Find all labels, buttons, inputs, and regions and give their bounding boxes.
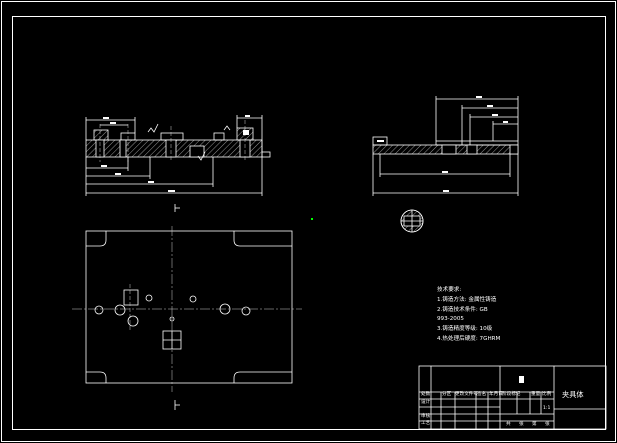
title-block [418, 365, 607, 430]
tech-req-item: 4.热处理后硬度: 7GHRM [437, 335, 501, 342]
cursor-point [311, 218, 313, 220]
tb-cell: 分区 [442, 392, 452, 397]
technical-requirements: 技术要求: 1.铸造方法: 金属性铸造 2.铸造技术条件: GB 993-200… [437, 286, 500, 345]
front-dimension-text-marks [101, 115, 250, 192]
tb-cell: 设计 [421, 400, 431, 405]
side-dimension-text-marks [377, 96, 508, 192]
tb-cell: 第 [532, 422, 537, 427]
tb-cell: 比例 [542, 392, 552, 397]
top-plan-view [72, 226, 302, 410]
tb-cell: 工艺 [421, 421, 431, 426]
tb-cell: 共 [506, 422, 511, 427]
tech-req-item: 3.铸造精度等级: 10级 [437, 326, 493, 333]
tech-req-item: 993-2005 [437, 316, 464, 323]
tb-cell: 重量 [531, 392, 541, 397]
tb-cell: 张 [545, 422, 550, 427]
front-section-view [85, 115, 271, 212]
tb-cell: 更改文件号 [455, 392, 478, 397]
inner-border [12, 16, 606, 430]
side-section-view [372, 96, 519, 196]
tb-cell: 年月日 [489, 392, 503, 397]
tech-req-heading: 技术要求: [437, 287, 462, 293]
tb-cell: 审核 [421, 414, 431, 419]
tb-cell: 处数 [421, 392, 431, 397]
section-detail-circle [400, 209, 424, 233]
tb-cell: 张 [519, 422, 524, 427]
part-name: 夹具体 [562, 390, 584, 399]
tech-req-item: 2.铸造技术条件: GB [437, 306, 488, 313]
tb-scale: 1:1 [543, 406, 551, 411]
tech-req-item: 1.铸造方法: 金属性铸造 [437, 296, 497, 303]
tb-cell: 阶段标记 [502, 392, 521, 397]
tb-cell: 签名 [477, 392, 487, 397]
drawing-number-mark [519, 376, 524, 383]
